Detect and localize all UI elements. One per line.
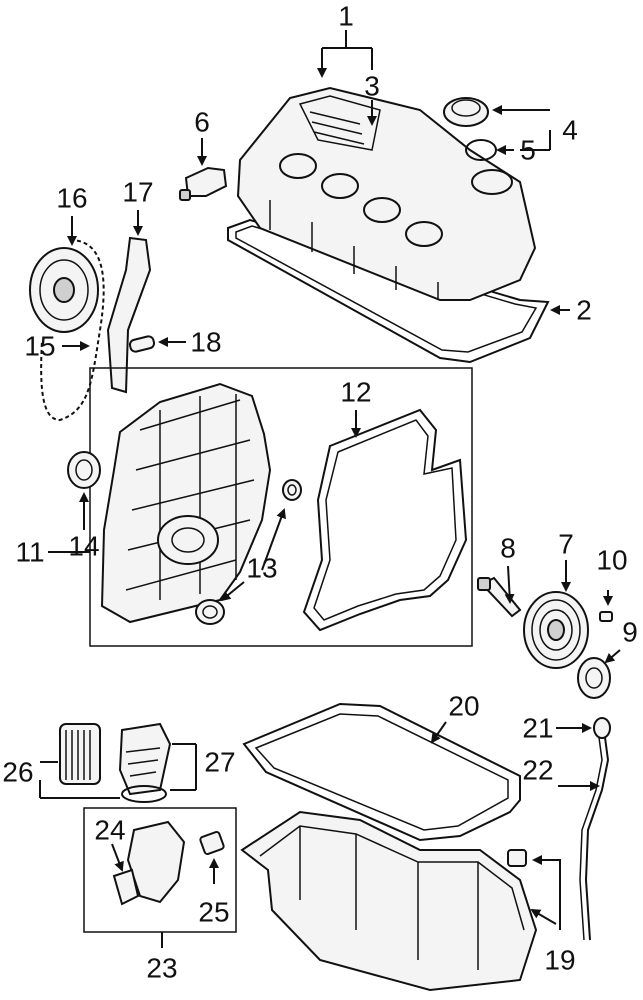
callout-12: 12 (340, 377, 371, 408)
housing-o-ring (121, 785, 167, 803)
callout-10: 10 (596, 545, 627, 576)
callout-11: 11 (15, 537, 44, 568)
pcv-valve (179, 166, 228, 201)
oil-pan (240, 810, 538, 992)
tensioner-pin (128, 335, 156, 353)
callout-19: 19 (544, 945, 575, 976)
filter-housing (118, 722, 172, 796)
oil-filter (59, 723, 101, 785)
pulley-bolt (477, 576, 522, 618)
front-cover-box (89, 367, 473, 647)
callout-22: 22 (522, 755, 553, 786)
callout-7: 7 (558, 529, 574, 560)
callout-5: 5 (520, 135, 536, 166)
cover-seal-lower (195, 599, 225, 625)
callout-21: 21 (522, 713, 553, 744)
crank-seal (577, 657, 611, 699)
chain-tensioner-rail (106, 236, 152, 394)
callout-3: 3 (364, 71, 380, 102)
callout-20: 20 (448, 691, 479, 722)
crankshaft-front-seal (67, 451, 101, 489)
callout-1: 1 (338, 1, 354, 32)
callout-15: 15 (24, 331, 55, 362)
callout-13: 13 (246, 553, 277, 584)
front-cover-gasket (302, 408, 468, 632)
callout-4: 4 (562, 115, 578, 146)
valve-cover (236, 86, 537, 301)
oil-pan-gasket (242, 702, 521, 842)
dipstick-tube (579, 729, 610, 941)
callout-24: 24 (94, 815, 125, 846)
callout-9: 9 (622, 617, 638, 648)
dipstick-handle (593, 717, 611, 739)
callout-8: 8 (500, 533, 516, 564)
callout-26: 26 (2, 757, 33, 788)
callout-14: 14 (68, 531, 99, 562)
oil-filler-cap (443, 97, 489, 127)
oil-filter-adapter (126, 820, 186, 904)
callout-16: 16 (56, 183, 87, 214)
drain-plug (507, 849, 527, 867)
callout-23: 23 (146, 953, 177, 984)
oil-cooler-box (83, 807, 237, 933)
callout-25: 25 (198, 897, 229, 928)
timing-cover (100, 382, 272, 624)
adapter-sender (199, 830, 225, 856)
woodruff-key (599, 611, 613, 622)
callout-27: 27 (204, 747, 235, 778)
leader-lines (39, 30, 621, 948)
cover-seal-upper (282, 479, 302, 501)
callout-17: 17 (122, 177, 153, 208)
callout-18: 18 (190, 327, 221, 358)
crankshaft-pulley (523, 591, 589, 669)
callout-6: 6 (194, 107, 210, 138)
callout-2: 2 (576, 295, 592, 326)
oil-pressure-sensor (112, 868, 140, 906)
camshaft-sprocket (29, 247, 99, 333)
